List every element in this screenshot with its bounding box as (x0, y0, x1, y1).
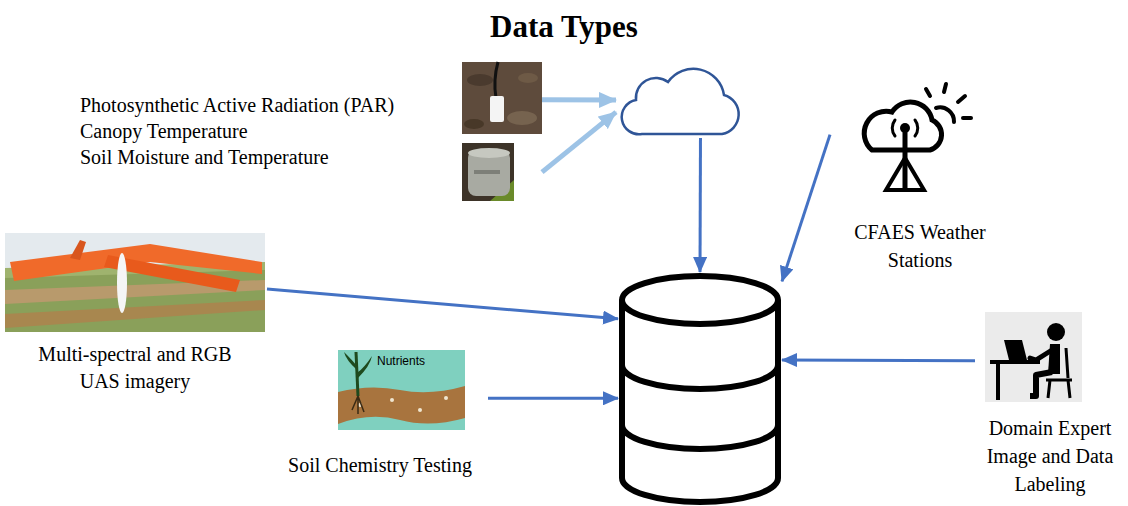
person-arm (1030, 350, 1052, 360)
plant-stem (356, 352, 358, 396)
sun-ray (926, 89, 930, 96)
soil-sensor-photo (462, 62, 542, 134)
caption-block: Domain Expert Image and Data Labeling (975, 414, 1125, 498)
connector-arrow (488, 397, 618, 400)
caption-block: Photosynthetic Active Radiation (PAR)Can… (80, 92, 410, 170)
sensor-group: Photosynthetic Active Radiation (PAR)Can… (78, 60, 542, 202)
sensor-mark (474, 170, 500, 174)
cloud-shape (622, 69, 739, 134)
caption-text: Domain Expert Image and Data Labeling (975, 414, 1125, 498)
drone-photo (5, 233, 265, 332)
database-node (618, 272, 782, 506)
database-cylinder (622, 276, 778, 502)
caption-text: CFAES Weather Stations (830, 218, 1010, 274)
sensor-cable (495, 62, 498, 98)
caption-text: Soil Moisture and Temperature (80, 144, 410, 170)
plant-leaf (344, 352, 357, 370)
caption-text: Multi-spectral and RGB UAS imagery (25, 341, 245, 395)
canopy-sensor-photo (462, 143, 514, 201)
plant-roots (352, 396, 364, 414)
person-head (1047, 323, 1065, 341)
connector-arrow (542, 112, 616, 172)
picture-ground (338, 350, 465, 430)
domain-expert-icon (985, 312, 1082, 402)
soil-dot (444, 396, 448, 400)
cylinder-top (622, 276, 778, 324)
connector-arrow (542, 97, 616, 102)
sun-arc (936, 107, 954, 122)
desk-leg (996, 362, 1000, 400)
sky (5, 233, 265, 332)
weather-station-node: CFAES Weather Stations (830, 80, 1020, 275)
connector-arrow (782, 358, 975, 362)
caption-text: Photosynthetic Active Radiation (PAR) (80, 92, 410, 118)
sensor-body (490, 96, 504, 122)
soil-texture (507, 111, 537, 125)
field-strip (5, 300, 265, 328)
weather-station-icon (864, 84, 971, 190)
plant-leaf (358, 356, 372, 378)
signal-arc (892, 120, 895, 136)
soil-chemistry-picture (338, 350, 465, 430)
connector-arrow (699, 138, 702, 272)
cylinder-body (622, 300, 778, 502)
soil-texture (467, 74, 493, 86)
soil-texture (518, 73, 538, 83)
photo-ground (462, 143, 514, 201)
diagram-title: Data Types (0, 8, 1128, 46)
picture-label: Nutrients (377, 354, 425, 368)
caption-block: Multi-spectral and RGB UAS imagery (25, 341, 245, 395)
soil-texture (464, 119, 484, 129)
sun-ray (944, 84, 946, 92)
connector-arrow (782, 135, 830, 282)
drone-propeller (117, 253, 127, 313)
drone-fin (70, 240, 86, 260)
connector-arrow (267, 289, 618, 319)
cloud-node (616, 62, 744, 138)
cylinder-band (622, 365, 778, 389)
soil-dot (418, 408, 422, 412)
icon-ground (985, 312, 1082, 402)
sensor-top (468, 148, 510, 158)
caption-text: Canopy Temperature (80, 118, 410, 144)
soil-dot (390, 398, 394, 402)
drone-node: Multi-spectral and RGB UAS imagery (5, 233, 267, 398)
cylinder-band (622, 425, 778, 449)
caption-text: Soil Chemistry Testing (272, 452, 488, 478)
station-base (886, 158, 924, 190)
laptop-screen (1004, 340, 1027, 360)
domain-expert-node: Domain Expert Image and Data Labeling (975, 308, 1125, 503)
chair (1046, 348, 1072, 398)
sun-ray (958, 96, 965, 102)
signal-arc (915, 120, 918, 136)
caption-block: Soil Chemistry Testing (272, 452, 488, 478)
photo-ground (462, 62, 542, 134)
caption-block: CFAES Weather Stations (830, 218, 1010, 274)
sun-ray (963, 116, 971, 120)
